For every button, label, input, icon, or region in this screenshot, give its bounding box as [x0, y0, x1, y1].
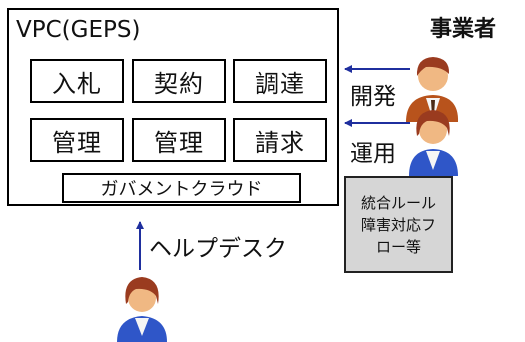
business-operator-title: 事業者 [430, 17, 497, 42]
operator-person-icon [409, 110, 458, 176]
rules-line-1: 統合ルール [360, 193, 436, 212]
operations-label: 運用 [350, 141, 396, 167]
module-bidding: 入札 [30, 59, 124, 103]
module-procurement: 調達 [233, 59, 327, 103]
government-cloud-box: ガバメントクラウド [62, 173, 301, 203]
module-management-1: 管理 [30, 118, 124, 162]
helpdesk-label: ヘルプデスク [149, 236, 287, 262]
helpdesk-person-icon [117, 277, 167, 342]
rules-line-2: 障害対応フ [360, 215, 436, 234]
rules-line-3: ロー等 [375, 237, 421, 256]
development-label: 開発 [350, 84, 396, 110]
vpc-title: VPC(GEPS) [16, 17, 141, 43]
module-billing: 請求 [233, 118, 327, 162]
module-management-2: 管理 [132, 118, 226, 162]
module-contract: 契約 [132, 59, 226, 103]
integration-rules-box: 統合ルール 障害対応フ ロー等 [344, 176, 453, 273]
